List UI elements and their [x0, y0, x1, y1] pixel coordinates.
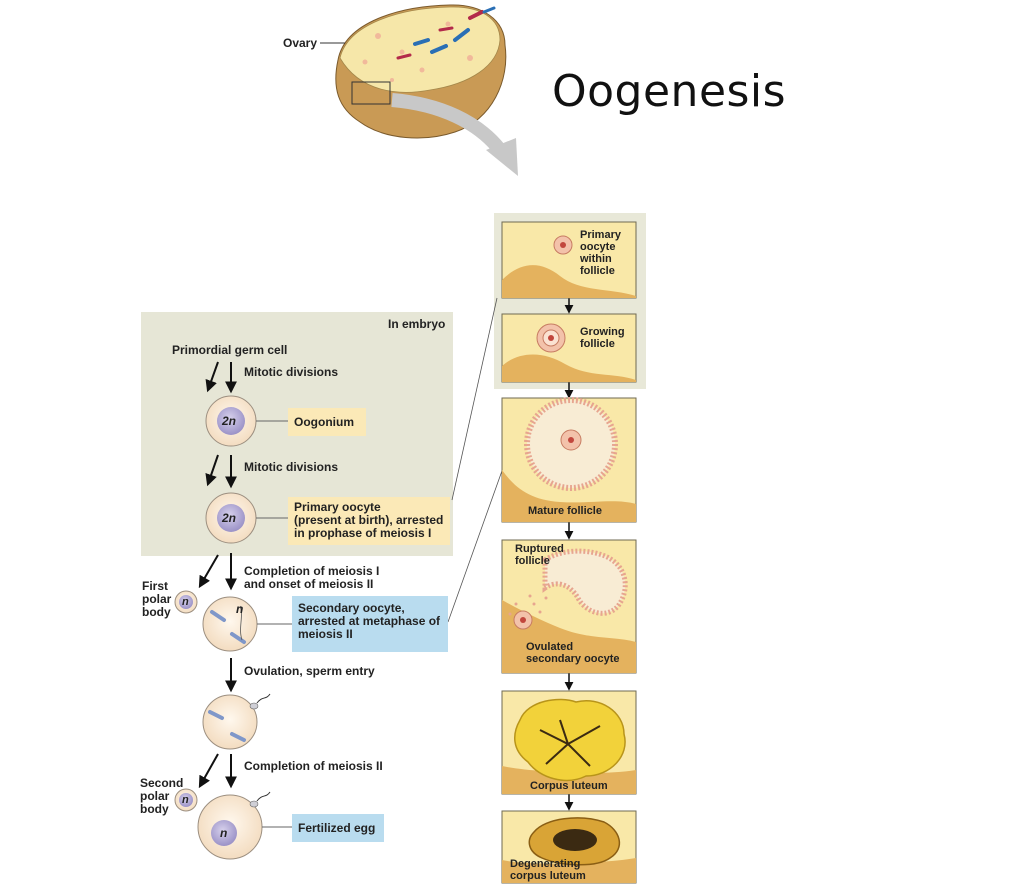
corpus-luteum-art — [501, 690, 637, 795]
meiosis-ii-label: Completion of meiosis II — [244, 759, 383, 773]
mature-follicle-label: Mature follicle — [528, 505, 602, 517]
mitotic-divisions-label-2: Mitotic divisions — [244, 460, 339, 474]
in-embryo-label: In embryo — [388, 317, 446, 331]
meiosis-i-label: Completion of meiosis I and onset of mei… — [244, 564, 380, 591]
ovary-illustration — [320, 4, 507, 139]
corpus-luteum-label: Corpus luteum — [530, 780, 608, 792]
secondary-oocyte-cell — [202, 596, 258, 652]
first-polar-body-label: First polar body — [142, 579, 172, 619]
oogonium-ploidy: 2n — [222, 414, 237, 428]
ovulated-oocyte-label: Ovulated secondary oocyte — [526, 641, 620, 665]
ruptured-follicle-label: Ruptured follicle — [515, 543, 564, 567]
primary-oocyte-cell — [205, 492, 257, 544]
mitotic-divisions-label-1: Mitotic divisions — [244, 365, 339, 379]
first-polar-body-cell — [174, 590, 198, 614]
primordial-germ-cell-label: Primordial germ cell — [172, 343, 288, 357]
fertilized-egg-ploidy: n — [220, 826, 228, 840]
ruptured-follicle-art — [501, 539, 637, 674]
growing-follicle-label: Growing follicle — [580, 326, 625, 350]
secondary-oocyte-ploidy: n — [236, 602, 244, 616]
oogonium-label: Oogonium — [288, 408, 366, 436]
fertilized-egg-label: Fertilized egg — [292, 814, 384, 842]
page-title: Oogenesis — [552, 66, 787, 117]
second-polar-body-cell — [174, 788, 198, 812]
ovary-label: Ovary — [283, 36, 318, 50]
secondary-oocyte-label: Secondary oocyte, arrested at metaphase … — [292, 596, 448, 652]
primary-follicle-label: Primary oocyte within follicle — [580, 229, 621, 277]
degenerating-corpus-luteum-art — [501, 810, 637, 884]
mature-follicle-art — [501, 397, 637, 523]
degenerating-corpus-luteum-label: Degenerating corpus luteum — [510, 858, 586, 882]
fertilized-egg-cell — [197, 791, 271, 860]
ovulation-label: Ovulation, sperm entry — [244, 664, 375, 678]
growing-follicle-art — [501, 313, 637, 383]
second-polar-ploidy: n — [182, 794, 189, 806]
primary-oocyte-ploidy: 2n — [222, 511, 237, 525]
primary-follicle-art — [501, 221, 637, 299]
sperm-entry-cell — [202, 693, 271, 750]
oogonium-cell — [205, 395, 257, 447]
second-polar-body-label: Second polar body — [140, 776, 184, 816]
first-polar-ploidy: n — [182, 596, 189, 608]
primary-oocyte-label: Primary oocyte (present at birth), arres… — [288, 497, 450, 545]
